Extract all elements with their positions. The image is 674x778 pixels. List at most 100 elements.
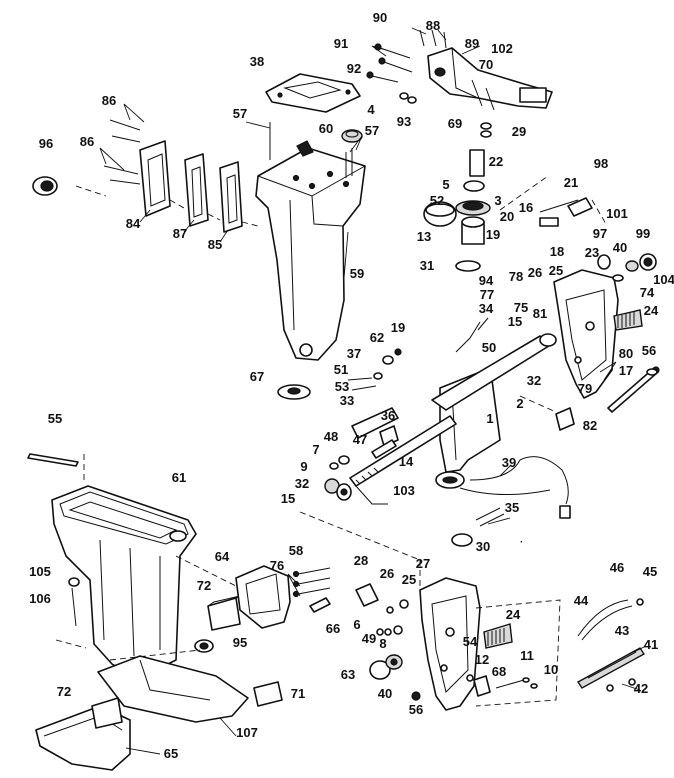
callout-105: 105 [29,564,51,579]
callout-15a: 15 [508,314,522,329]
callout-41: 41 [644,637,658,652]
callout-72a: 72 [197,578,211,593]
callout-44: 44 [574,593,589,608]
callout-19a: 19 [486,227,500,242]
callout-74: 74 [640,285,655,300]
callout-36: 36 [381,408,395,423]
callout-12: 12 [475,652,489,667]
callout-22: 22 [489,154,503,169]
callout-37: 37 [347,346,361,361]
callout-51: 51 [334,362,348,377]
callout-67: 67 [250,369,264,384]
callout-43: 43 [615,623,629,638]
callout-56a: 56 [642,343,656,358]
callout-40a: 40 [613,240,627,255]
callout-58: 58 [289,543,303,558]
callout-96: 96 [39,136,53,151]
callout-32a: 32 [527,373,541,388]
callout-66: 66 [326,621,340,636]
callout-40b: 40 [378,686,392,701]
callout-90: 90 [373,10,387,25]
callout-75: 75 [514,300,528,315]
callout-15b: 15 [281,491,295,506]
callout-99: 99 [636,226,650,241]
callout-76: 76 [270,558,284,573]
callout-27: 27 [416,556,430,571]
callout-80: 80 [619,346,633,361]
callout-104: 104 [653,272,674,287]
callout-10: 10 [544,662,558,677]
part-tilt-lever [576,598,646,692]
callout-103: 103 [393,483,415,498]
callout-49: 49 [362,631,376,646]
callout-79: 79 [578,381,592,396]
callout-72b: 72 [57,684,71,699]
callout-71: 71 [291,686,305,701]
callout-23: 23 [585,245,599,260]
callout-91: 91 [334,36,348,51]
callout-89: 89 [465,36,479,51]
callout-33: 33 [340,393,354,408]
callout-69: 69 [448,116,462,131]
callout-101: 101 [606,206,628,221]
callout-82: 82 [583,418,597,433]
callout-45: 45 [643,564,657,579]
callout-42: 42 [634,681,648,696]
callout-53: 53 [335,379,349,394]
part-blocks [91,595,283,729]
callout-52: 52 [430,193,444,208]
callout-93: 93 [397,114,411,129]
callout-85: 85 [208,237,222,252]
callout-47: 47 [353,432,367,447]
callout-19b: 19 [391,320,405,335]
callout-86a: 86 [102,93,116,108]
callout-21: 21 [564,175,578,190]
part-top-fasteners [103,29,447,185]
callout-63: 63 [341,667,355,682]
callout-65: 65 [164,746,178,761]
part-cable [355,456,571,547]
callout-13: 13 [417,229,431,244]
callout-25a: 25 [549,263,563,278]
part-tilt-tube [607,366,660,413]
callout-7: 7 [312,442,319,457]
callout-57a: 57 [233,106,247,121]
callout-64: 64 [215,549,230,564]
callout-24a: 24 [644,303,659,318]
callout-9: 9 [300,459,307,474]
callout-70: 70 [479,57,493,72]
part-plate-82 [555,407,575,431]
callout-4: 4 [367,102,375,117]
part-bushings [423,180,491,272]
part-small-right [539,197,657,282]
callout-57b: 57 [365,123,379,138]
callout-87: 87 [173,226,187,241]
callout-92: 92 [347,61,361,76]
callout-25b: 25 [402,572,416,587]
part-steering-arm [427,47,553,111]
part-stern-bracket-lower [419,577,513,711]
callout-31: 31 [420,258,434,273]
callout-55: 55 [48,411,62,426]
callout-61: 61 [172,470,186,485]
leader-lines [99,27,647,755]
callout-77: 77 [480,287,494,302]
callout-62: 62 [370,330,384,345]
callout-20: 20 [500,209,514,224]
part-mount-plate [265,73,361,113]
callout-5: 5 [442,177,449,192]
callout-6: 6 [353,617,360,632]
callout-78: 78 [509,269,523,284]
callout-94: 94 [479,273,494,288]
callout-48: 48 [324,429,338,444]
callout-81: 81 [533,306,547,321]
callout-1: 1 [486,411,493,426]
part-bolts-mid [347,317,489,391]
callout-46: 46 [610,560,624,575]
callout-50: 50 [482,340,496,355]
callout-28: 28 [354,553,368,568]
callout-16: 16 [519,200,533,215]
part-stern-bracket-right [553,269,643,399]
part-tube-assembly [277,384,457,487]
